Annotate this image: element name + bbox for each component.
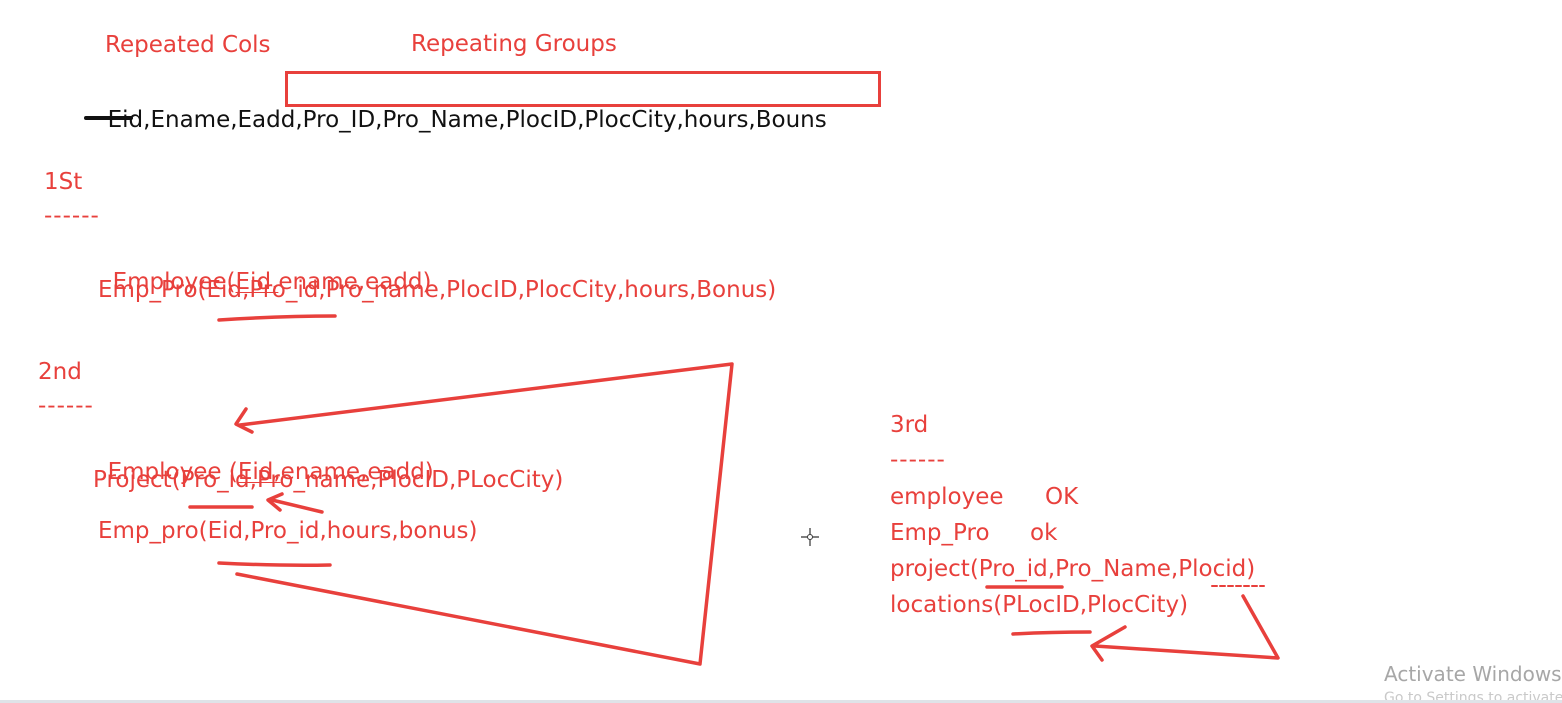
second-nf-emp-pro: Emp_pro(Eid,Pro_id,hours,bonus): [98, 518, 478, 544]
repeating-groups-label: Repeating Groups: [411, 31, 617, 57]
activate-windows-title: Activate Windows: [1384, 662, 1562, 686]
third-nf-locations-key-underline: [1011, 630, 1092, 636]
crosshair-cursor-icon: [801, 528, 819, 546]
columns-group: ,Pro_ID,Pro_Name,PlocID,PlocCity,hours,B…: [295, 107, 827, 133]
second-nf-project: Project(Pro_id,Pro_name,PlocID,PLocCity): [93, 467, 564, 493]
first-nf-rule: ------: [44, 203, 100, 229]
third-nf-employee-status: OK: [1045, 484, 1079, 510]
primary-key: Eid,: [235, 269, 279, 295]
second-nf-big-arrow: [235, 362, 734, 666]
columns-line: Eid,Ename,Eadd,Pro_ID,Pro_Name,PlocID,Pl…: [93, 78, 827, 134]
first-nf-employee: Employee(Eid,ename,eadd): [98, 240, 432, 296]
first-nf-key-underline: [217, 314, 337, 322]
relation-prefix: Employee (: [107, 459, 238, 485]
third-nf-rule: ------: [890, 447, 946, 473]
second-nf-title: 2nd: [38, 359, 82, 385]
third-nf-emp-pro-status: ok: [1030, 520, 1058, 546]
third-nf-emp-pro: Emp_Pro: [890, 520, 990, 546]
project-key-arrow: [270, 498, 324, 514]
first-nf-emp-pro: Emp_Pro(Eid,Pro_id,Pro_name,PlocID,PlocC…: [98, 277, 777, 303]
repeated-cols-label: Repeated Cols: [105, 32, 271, 58]
third-nf-project: project(Pro_id,Pro_Name,Plocid): [890, 556, 1256, 582]
third-nf-locations: locations(PLocID,PlocCity): [890, 592, 1189, 618]
second-nf-emp-pro-key-underline: [217, 561, 332, 567]
columns-prefix: Eid,Ename,Eadd: [107, 107, 296, 133]
activate-windows-subtitle: Go to Settings to activate Windows.: [1384, 690, 1562, 702]
relation-prefix: Employee(: [112, 269, 236, 295]
third-nf-employee: employee: [890, 484, 1004, 510]
relation-rest: ename,eadd): [278, 269, 432, 295]
first-nf-title: 1St: [44, 169, 83, 195]
second-nf-rule: ------: [38, 393, 94, 419]
repeating-groups-box: [285, 71, 881, 107]
bottom-border: [0, 700, 1562, 703]
third-nf-title: 3rd: [890, 412, 929, 438]
